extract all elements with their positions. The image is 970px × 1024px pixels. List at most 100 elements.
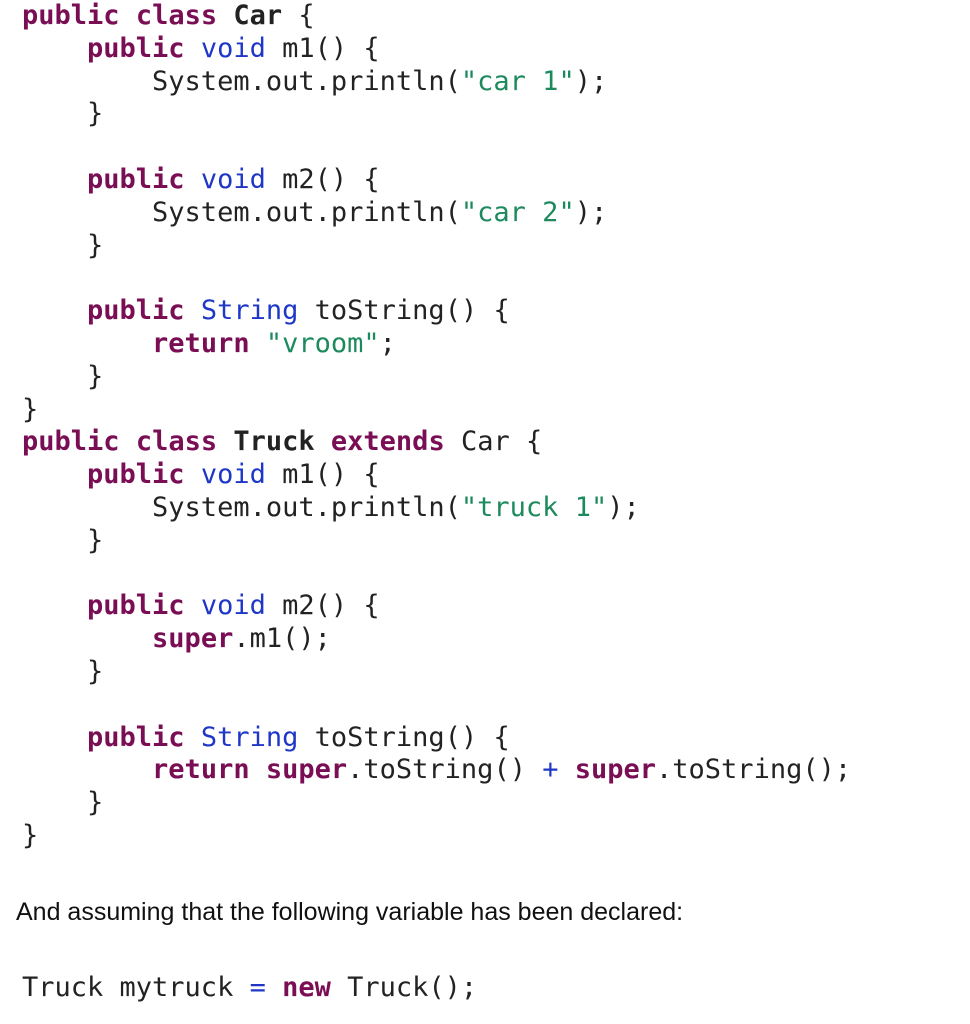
code-token: { [282, 0, 315, 31]
code-token [558, 754, 574, 785]
code-token [22, 295, 87, 326]
code-token: public [87, 163, 185, 195]
code-token: System.out.println( [22, 65, 461, 97]
code-token: Truck [233, 426, 315, 458]
code-token: } [22, 98, 104, 130]
code-token: void [200, 590, 266, 622]
code-token [185, 295, 201, 326]
code-token [22, 459, 87, 490]
code-token: .toString(); [656, 754, 852, 786]
code-token: "car 1" [460, 65, 575, 97]
code-token [120, 426, 136, 457]
code-line: return "vroom"; [22, 328, 851, 361]
code-token [22, 33, 87, 64]
code-token [217, 0, 233, 31]
code-token: Truck(); [330, 972, 478, 1003]
code-token: toString() { [298, 721, 510, 753]
code-token [185, 722, 201, 753]
code-token: toString() { [298, 295, 510, 327]
code-line [22, 262, 851, 295]
code-line: public void m1() { [22, 33, 851, 66]
code-line: } [22, 361, 851, 394]
code-token: super [152, 623, 234, 655]
code-token: super [574, 754, 657, 786]
code-line: public class Truck extends Car { [22, 426, 851, 459]
code-token: public [87, 721, 185, 753]
code-token: "vroom" [265, 327, 380, 359]
code-token [22, 623, 152, 654]
code-token [22, 164, 87, 195]
code-token: + [542, 754, 559, 786]
code-token: class [135, 426, 218, 458]
code-token [250, 328, 266, 359]
code-token [266, 972, 282, 1003]
code-token: super [265, 754, 348, 786]
code-token: public [22, 0, 120, 31]
code-token: Car [233, 0, 283, 31]
code-line [22, 689, 851, 722]
code-token [22, 590, 87, 621]
code-token: } [22, 524, 104, 556]
code-token: "truck 1" [460, 491, 608, 523]
code-token: ; [379, 327, 396, 359]
code-line: } [22, 230, 851, 263]
code-token: public [87, 32, 185, 64]
code-token: void [200, 459, 266, 491]
code-listing: public class Car { public void m1() { Sy… [22, 0, 851, 853]
code-token: public [87, 459, 185, 491]
code-line: System.out.println("car 1"); [22, 66, 851, 99]
code-token: return [152, 754, 250, 786]
code-token: "car 2" [460, 196, 575, 228]
code-token: } [22, 819, 39, 851]
code-line: } [22, 394, 851, 427]
code-token: Truck mytruck [22, 972, 250, 1003]
code-token: m1() { [265, 32, 380, 64]
code-token: m2() { [265, 590, 380, 622]
code-token: void [200, 163, 266, 195]
code-token [185, 33, 201, 64]
code-token: } [22, 229, 104, 261]
code-line: return super.toString() + super.toString… [22, 754, 851, 787]
code-line: public String toString() { [22, 722, 851, 755]
code-token: } [22, 360, 104, 392]
code-token [217, 426, 233, 457]
code-token: extends [330, 426, 445, 458]
code-token [22, 328, 152, 359]
code-line: } [22, 98, 851, 131]
code-token: System.out.println( [22, 491, 461, 523]
code-token [22, 722, 87, 753]
code-token: } [22, 655, 104, 687]
code-token: public [87, 295, 185, 327]
code-line: public String toString() { [22, 295, 851, 328]
code-token: .toString() [347, 754, 543, 786]
code-token: return [152, 327, 250, 359]
code-token [185, 459, 201, 490]
code-line: } [22, 656, 851, 689]
code-token [315, 426, 331, 457]
code-token: public [87, 590, 185, 622]
code-line [22, 558, 851, 591]
code-line: public class Car { [22, 0, 851, 33]
code-token [250, 754, 266, 785]
code-token [120, 0, 136, 31]
instruction-text: And assuming that the following variable… [16, 898, 684, 926]
variable-declaration: Truck mytruck = new Truck(); [22, 972, 477, 1005]
code-token: m1() { [265, 459, 380, 491]
code-token [185, 590, 201, 621]
code-token: } [22, 787, 104, 819]
code-token: = [249, 972, 266, 1003]
code-token: void [200, 32, 266, 64]
code-line [22, 131, 851, 164]
code-token: ); [574, 196, 608, 228]
code-token: m2() { [265, 163, 380, 195]
code-token: Car { [444, 426, 543, 458]
code-line: } [22, 820, 851, 853]
code-token [185, 164, 201, 195]
code-line: super.m1(); [22, 623, 851, 656]
code-token: public [22, 426, 120, 458]
code-line: } [22, 525, 851, 558]
code-token: ); [607, 491, 640, 523]
code-token: new [282, 972, 331, 1003]
code-token: String [200, 721, 299, 753]
code-line: System.out.println("car 2"); [22, 197, 851, 230]
